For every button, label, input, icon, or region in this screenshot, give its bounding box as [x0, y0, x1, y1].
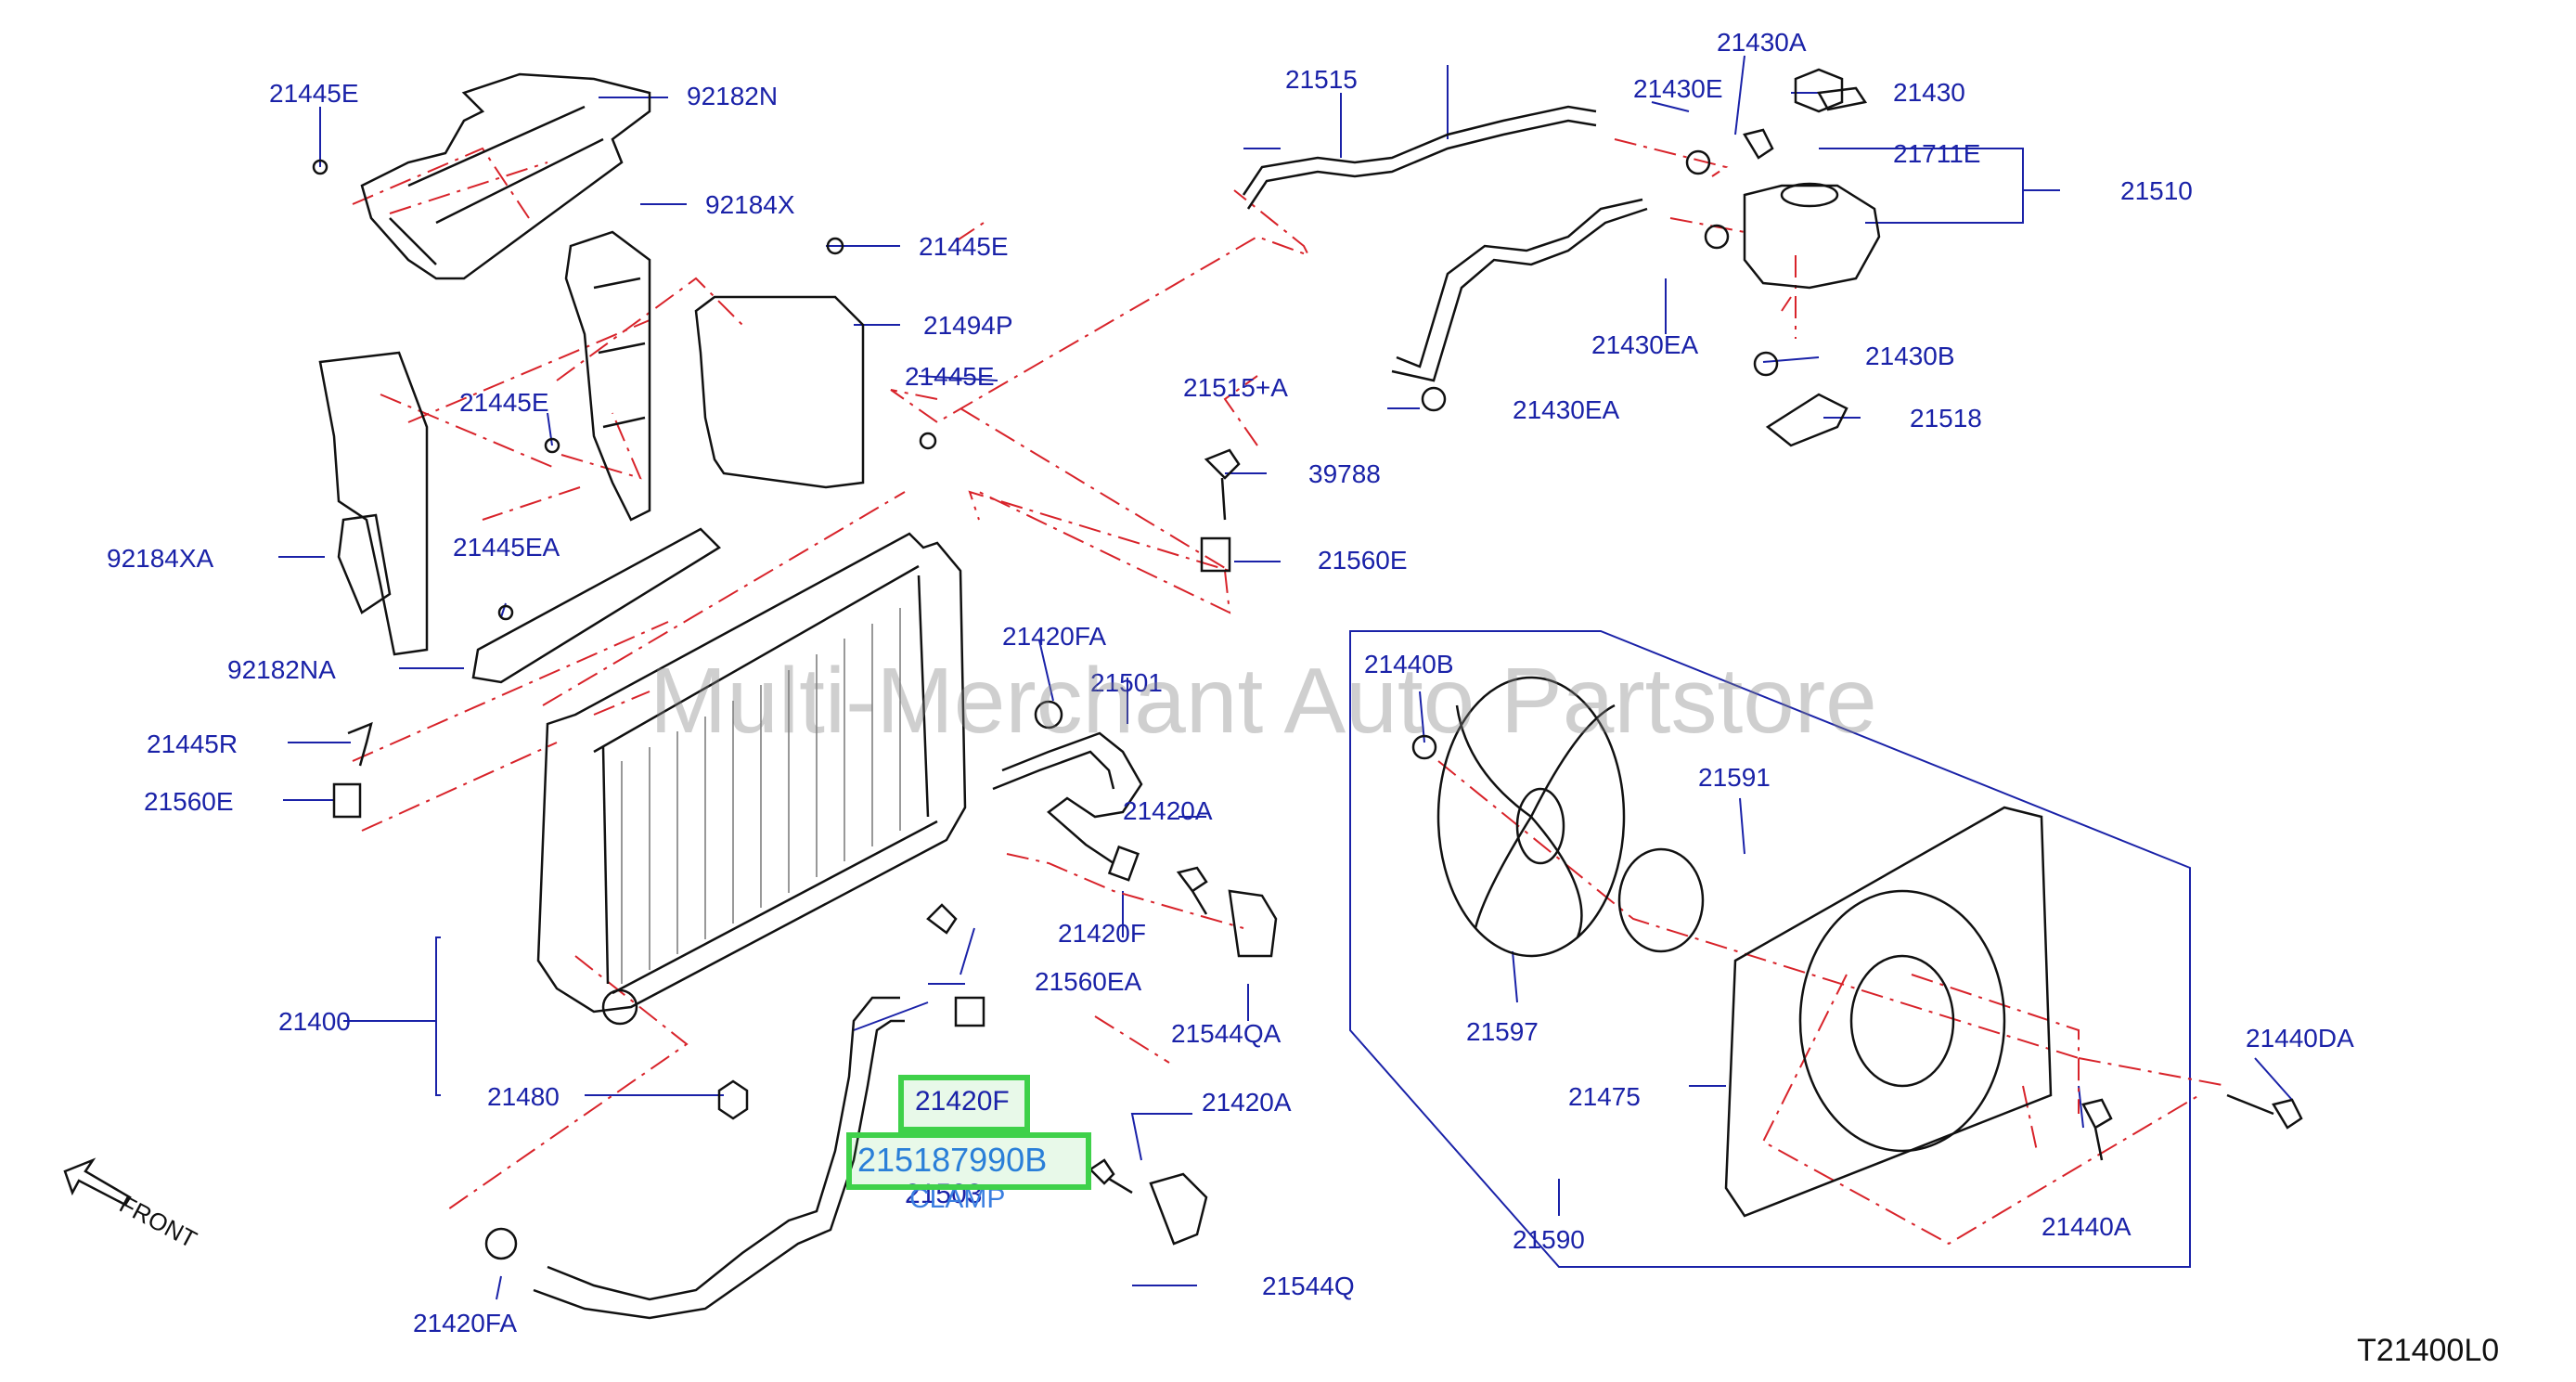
part-label-21420fa: 21420FA: [413, 1309, 518, 1337]
duct-21494p: [694, 295, 865, 489]
part-label-21445e: 21445E: [919, 232, 1009, 261]
part-label-21400: 21400: [278, 1007, 351, 1036]
air-guide-upper: [360, 72, 651, 280]
part-label-21420fa: 21420FA: [1002, 622, 1107, 651]
clip-21560e-right: [1200, 536, 1231, 573]
part-label-21590: 21590: [1513, 1225, 1585, 1254]
part-label-21420a: 21420A: [1123, 796, 1213, 825]
highlight-box-215187990b[interactable]: 215187990B: [846, 1132, 1091, 1190]
air-guide-left: [318, 351, 429, 656]
part-label-21544qa: 21544QA: [1171, 1019, 1282, 1048]
hose-21515a: [1391, 207, 1648, 382]
parts: [63, 68, 2303, 1320]
part-label-21445r: 21445R: [147, 730, 238, 758]
part-label-21430: 21430: [1893, 78, 1965, 107]
bracket-21518: [1765, 393, 1848, 447]
clamp-21420f-2: [954, 996, 985, 1027]
seal-lower: [471, 527, 722, 684]
part-label-21430e: 21430E: [1633, 74, 1723, 103]
bolt-21420a-1: [1176, 866, 1208, 915]
clamp-21430ea-2: [1421, 386, 1447, 412]
bolt-21440da: [2226, 1093, 2303, 1130]
front-arrow: [63, 1157, 132, 1207]
reservoir: [1743, 184, 1881, 290]
highlight-label-215187990b: 215187990B: [857, 1141, 1048, 1179]
diagram-code: T21400L0: [2357, 1333, 2500, 1368]
nut-21430b: [1753, 351, 1779, 377]
part-label-21475: 21475: [1568, 1082, 1641, 1111]
part-label-21440da: 21440DA: [2246, 1024, 2354, 1053]
clip-21445e-2: [826, 237, 844, 255]
part-label-92184x: 92184X: [705, 190, 795, 219]
hose-21503: [547, 996, 900, 1301]
part-label-21440b: 21440B: [1364, 650, 1454, 678]
part-label-21518: 21518: [1910, 404, 1982, 433]
part-label-92182n: 92182N: [687, 82, 779, 110]
bracket-21544q: [1149, 1172, 1208, 1246]
part-label-21430b: 21430B: [1865, 342, 1955, 370]
bolt-21440a: [2081, 1098, 2113, 1161]
drain-plug: [717, 1079, 749, 1120]
part-label-21445e: 21445E: [459, 388, 549, 417]
part-label-21440a: 21440A: [2041, 1212, 2132, 1241]
part-label-39788: 39788: [1308, 459, 1381, 488]
clip-21560e-left: [332, 782, 362, 819]
fan-motor: [1617, 847, 1705, 953]
clip-21560ea: [926, 903, 958, 935]
part-label-21560e: 21560E: [144, 787, 234, 816]
bolt-21420a-2: [1088, 1158, 1133, 1195]
clamp-21420fa-2: [1034, 700, 1063, 730]
clip-21445e-3: [919, 432, 937, 450]
part-label-92182na: 92182NA: [227, 655, 336, 684]
part-label-21560ea: 21560EA: [1035, 967, 1142, 996]
leader-lines: [278, 55, 2293, 1300]
part-label-21420f: 21420F: [1058, 919, 1146, 948]
part-label-92184xa: 92184XA: [107, 544, 214, 573]
part-label-21445ea: 21445EA: [453, 533, 560, 562]
clip-21445e-4: [544, 437, 560, 454]
part-label-21445e: 21445E: [269, 79, 359, 108]
highlight-box-21420f[interactable]: 21420F: [898, 1075, 1030, 1132]
part-label-21544q: 21544Q: [1262, 1272, 1355, 1300]
part-label-21560e: 21560E: [1318, 546, 1408, 575]
radiator: [536, 532, 967, 1014]
clip-21445ea: [497, 604, 514, 621]
clamp-21430ea-1: [1704, 224, 1730, 250]
clamp-21420fa-1: [484, 1227, 518, 1260]
part-label-21430ea: 21430EA: [1513, 395, 1620, 424]
part-label-21515: 21515: [1285, 65, 1358, 94]
part-label-21494p: 21494P: [923, 311, 1013, 340]
part-label-21597: 21597: [1466, 1017, 1539, 1046]
clamp-21430e: [1685, 149, 1711, 175]
part-label-21591: 21591: [1698, 763, 1771, 792]
watermark: Multi-Merchant Auto Partstore: [650, 649, 1877, 753]
bracket-21544qa: [1228, 889, 1278, 958]
clip-21445e-1: [312, 159, 328, 175]
label-21711e: [1817, 86, 1868, 111]
part-label-21711e: 21711E: [1893, 139, 1981, 168]
part-label-21430ea: 21430EA: [1591, 330, 1699, 359]
nut-21440b: [1411, 734, 1437, 760]
highlight-label-21420f: 21420F: [915, 1086, 1010, 1117]
part-label-21510: 21510: [2120, 176, 2193, 205]
part-label-21420a: 21420A: [1202, 1088, 1292, 1117]
reservoir-cap: [1794, 68, 1844, 113]
fan-blade: [1436, 676, 1626, 958]
part-label-21430a: 21430A: [1717, 28, 1807, 57]
part-label-21445e: 21445E: [905, 362, 995, 391]
part-label-21480: 21480: [487, 1082, 560, 1111]
clip-21445r: [347, 721, 373, 767]
fan-shroud: [1724, 806, 2053, 1218]
part-label-21501: 21501: [1090, 668, 1163, 697]
hose-21515: [1242, 105, 1597, 196]
part-label-21503: 21503: [905, 1179, 983, 1209]
bolt-21430a: [1743, 128, 1774, 160]
hose-21501: [1001, 731, 1143, 865]
clamp-21420f-1: [1107, 845, 1140, 882]
bolt-39788: [1204, 448, 1241, 521]
air-guide-side: [564, 230, 651, 522]
part-label-21515a: 21515+A: [1183, 373, 1288, 402]
